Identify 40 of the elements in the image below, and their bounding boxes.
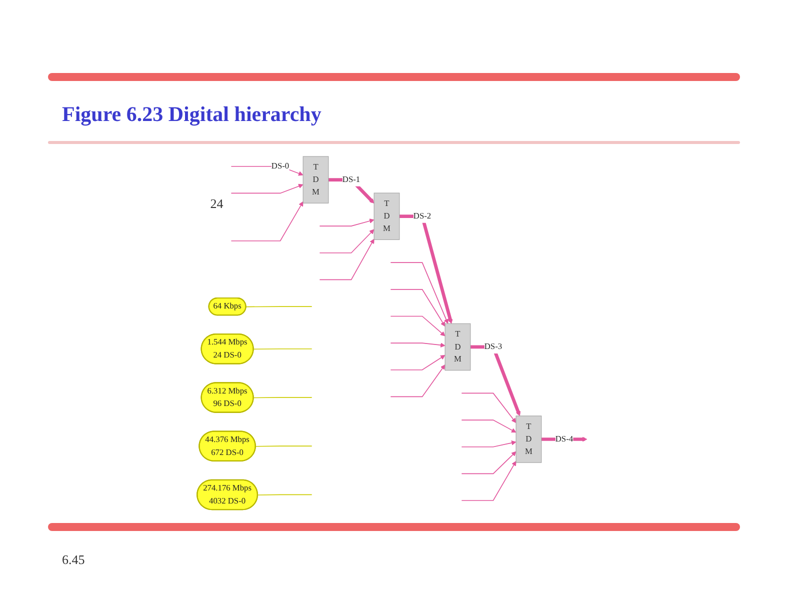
arrow [390,342,446,348]
arrow [390,316,446,336]
leader-line [253,348,312,350]
page-number: 6.45 [62,552,85,568]
multiplexer-box: T D M [516,416,542,463]
arrow [399,214,453,324]
edge-label: DS-1 [342,174,360,186]
callout-bubble: 64 Kbps [208,297,246,316]
arrow [461,460,516,501]
leader-line [257,494,312,496]
arrow [390,262,448,324]
leader-line [253,397,312,398]
leader-line [246,306,312,308]
arrow [461,420,516,433]
callout-bubble: 44.376 Mbps 672 DS-0 [198,430,256,462]
arrow [319,218,374,226]
callout-bubble: 274.176 Mbps 4032 DS-0 [196,479,258,510]
arrow [390,354,446,370]
callout-bubble: 1.544 Mbps 24 DS-0 [200,334,254,364]
edge-label: DS-2 [413,210,432,223]
multiplexer-box: T D M [302,156,329,204]
arrow [461,440,516,448]
arrow [390,364,446,398]
arrow [319,238,374,280]
input-count: 24 [210,196,224,212]
leader-line [255,446,312,447]
arrow [328,178,374,204]
callout-bubble: 6.312 Mbps 96 DS-0 [200,382,254,413]
arrow [461,451,516,474]
arrow [319,229,374,254]
edge-label: DS-0 [271,160,290,173]
arrow [470,345,520,416]
arrow [230,201,304,242]
edge-label: DS-3 [484,340,502,354]
arrow [461,392,516,424]
figure-title: Figure 6.23 Digital hierarchy [62,102,322,127]
arrow [230,184,304,194]
arrow [390,289,446,327]
multiplexer-box: T D M [444,323,471,371]
multiplexer-box: T D M [374,192,400,240]
